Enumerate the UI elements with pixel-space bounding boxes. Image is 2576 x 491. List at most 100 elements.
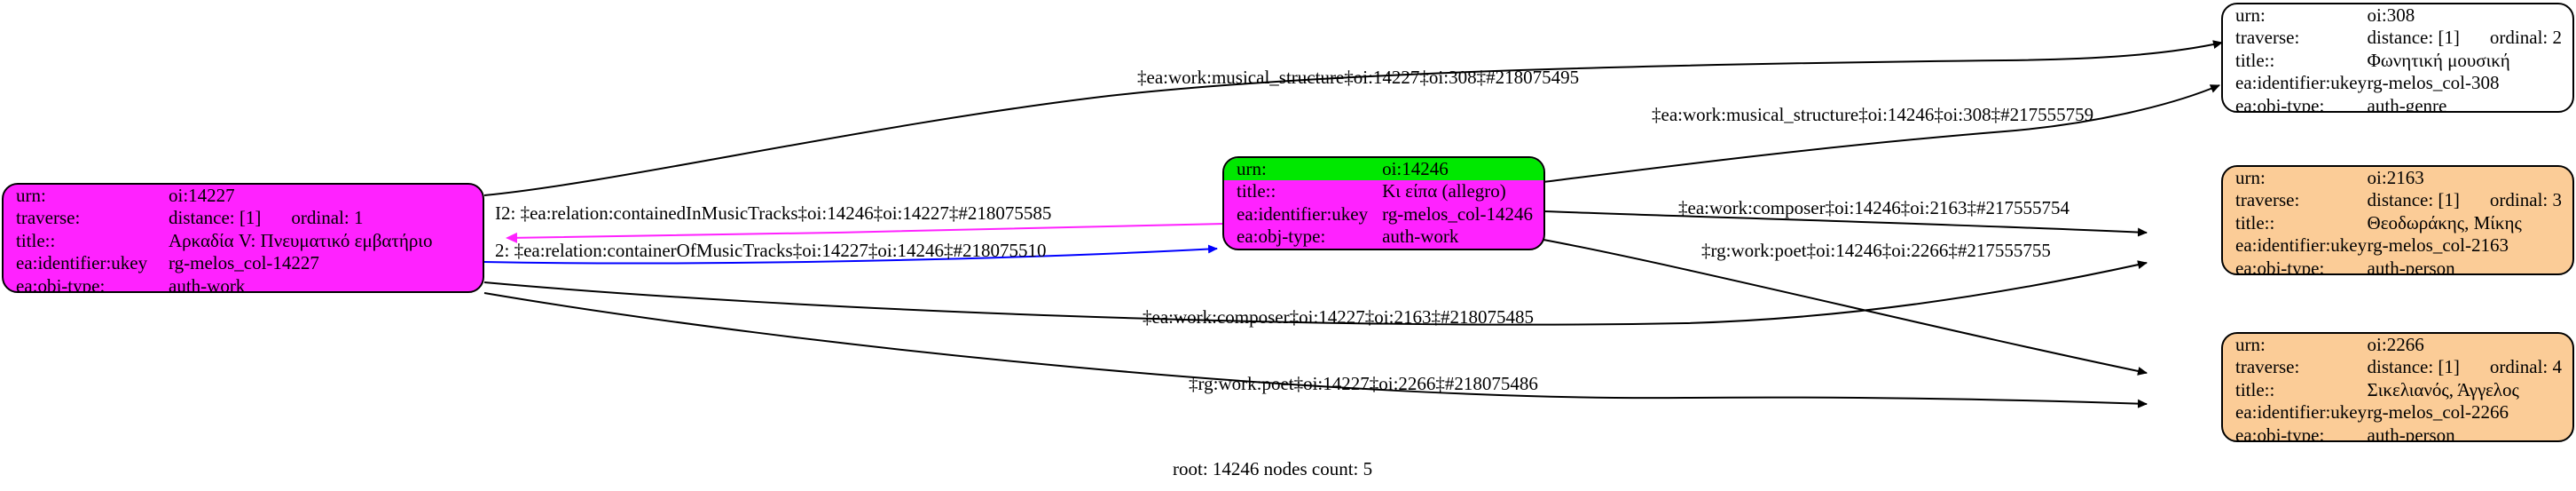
edge-path-work-musical-structure-14246-308	[1543, 84, 2220, 183]
field-value-ukey: rg-melos_col-2266	[2367, 401, 2509, 424]
edge-path-work-musical-structure-14227-308	[483, 40, 2223, 196]
traverse-ordinal: ordinal: 4	[2489, 356, 2562, 378]
node-row-ukey: ea:identifier:ukey rg-melos_col-2266	[2223, 401, 2572, 424]
field-label-urn: urn:	[2235, 334, 2266, 355]
edge-label-work-musical-structure-14246-308: ‡ea:work:musical_structure‡oi:14246‡oi:3…	[1652, 104, 2094, 125]
field-label-urn: urn:	[1224, 158, 1383, 181]
node-row-urn: urn: oi:2163	[2223, 167, 2572, 189]
node-row-title: title:: Φωνητική μουσική	[2223, 50, 2572, 72]
edge-label-relation-contained-in-music-tracks: I2: ‡ea:relation:containedInMusicTracks‡…	[495, 202, 1052, 224]
node-row-urn: urn: oi:308	[2223, 4, 2572, 27]
field-label-title: title::	[2235, 211, 2275, 234]
field-value-ukey: rg-melos_col-14246	[1382, 202, 1533, 225]
node-row-ukey: ea:identifier:ukey rg-melos_col-2163	[2223, 234, 2572, 257]
node-row-title: title:: Αρκαδία V: Πνευματικό εμβατήριο	[4, 230, 483, 252]
field-value-title: Κι είπα (allegro)	[1382, 180, 1506, 202]
node-fields-table: urn: oi:2163 traverse: distance: [1] ordi…	[2223, 167, 2572, 275]
node-row-objtype: ea:obj-type: auth-work	[1224, 226, 1543, 248]
field-label-ukey: ea:identifier:ukey	[2235, 72, 2368, 94]
node-oi-14246[interactable]: urn: oi:14246 title:: Κι είπα (allegro) …	[1222, 156, 1545, 250]
field-value-urn: oi:2163	[2367, 167, 2424, 188]
field-value-urn: oi:14227	[169, 185, 235, 206]
traverse-distance: distance: [1]	[2367, 27, 2460, 49]
field-label-objtype: ea:obj-type:	[2235, 257, 2325, 275]
field-value-title: Θεοδωράκης, Μίκης	[2367, 211, 2522, 234]
node-row-ukey: ea:identifier:ukey rg-melos_col-14227	[4, 252, 483, 274]
field-label-urn: urn:	[2235, 4, 2266, 26]
field-label-title: title::	[1237, 180, 1276, 202]
field-label-title: title::	[16, 229, 56, 251]
field-label-objtype: ea:obj-type:	[2235, 424, 2325, 442]
field-label-objtype: ea:obj-type:	[16, 274, 106, 293]
node-row-ukey: ea:identifier:ukey rg-melos_col-14246	[1224, 203, 1543, 226]
graph-caption: root: 14246 nodes count: 5	[1173, 458, 1373, 479]
field-label-ukey: ea:identifier:ukey	[2235, 401, 2368, 424]
edge-label-relation-container-of-music-tracks: 2: ‡ea:relation:containerOfMusicTracks‡o…	[495, 240, 1047, 261]
edge-path-work-composer-14246-2163	[1543, 210, 2148, 237]
edge-label-work-composer-14246-2163: ‡ea:work:composer‡oi:14246‡oi:2163‡#2175…	[1678, 197, 2069, 218]
edge-label-work-poet-14227-2266: ‡rg:work:poet‡oi:14227‡oi:2266‡#21807548…	[1189, 373, 1538, 394]
field-label-ukey: ea:identifier:ukey	[1237, 202, 1369, 225]
field-value-title: Αρκαδία V: Πνευματικό εμβατήριο	[169, 229, 433, 251]
field-value-urn: oi:14246	[1382, 158, 1543, 181]
field-value-objtype: auth-person	[2367, 257, 2455, 275]
edge-label-work-composer-14227-2163: ‡ea:work:composer‡oi:14227‡oi:2163‡#2180…	[1143, 306, 1534, 328]
field-value-ukey: rg-melos_col-308	[2367, 72, 2500, 94]
node-row-traverse: traverse: distance: [1]ordinal: 1	[4, 207, 483, 229]
field-label-ukey: ea:identifier:ukey	[2235, 234, 2368, 257]
field-value-traverse: distance: [1] ordinal: 2	[2368, 27, 2572, 49]
edge-path-work-poet-14246-2266	[1543, 239, 2148, 376]
node-fields-table: urn: oi:14246 title:: Κι είπα (allegro) …	[1224, 158, 1543, 249]
field-value-ukey: rg-melos_col-14227	[169, 252, 319, 274]
edge-label-work-poet-14246-2266: ‡rg:work:poet‡oi:14246‡oi:2266‡#21755575…	[1701, 240, 2051, 261]
node-row-title: title:: Θεοδωράκης, Μίκης	[2223, 212, 2572, 234]
traverse-ordinal: ordinal: 2	[2489, 27, 2562, 49]
node-row-urn: urn: oi:14227	[4, 185, 483, 207]
node-row-objtype: ea:obj-type: auth-genre	[2223, 94, 2572, 113]
field-label-traverse: traverse:	[2235, 356, 2300, 378]
node-row-urn: urn: oi:2266	[2223, 334, 2572, 356]
edge-path-relation-container-of-music-tracks	[483, 244, 1218, 265]
field-label-ukey: ea:identifier:ukey	[16, 252, 148, 274]
field-value-objtype: auth-work	[169, 274, 246, 293]
node-oi-14227[interactable]: urn: oi:14227 traverse: distance: [1]ord…	[2, 183, 484, 293]
field-value-urn: oi:308	[2367, 4, 2415, 26]
field-value-objtype: auth-genre	[2367, 94, 2447, 113]
field-value-objtype: auth-person	[2367, 424, 2455, 442]
field-value-traverse: distance: [1] ordinal: 3	[2368, 189, 2572, 211]
field-value-traverse: distance: [1]ordinal: 1	[169, 207, 483, 229]
node-row-ukey: ea:identifier:ukey rg-melos_col-308	[2223, 72, 2572, 94]
node-oi-308[interactable]: urn: oi:308 traverse: distance: [1] ordin…	[2221, 3, 2574, 113]
field-value-title: Σικελιανός, Άγγελος	[2367, 378, 2519, 400]
node-row-objtype: ea:obj-type: auth-person	[2223, 257, 2572, 275]
node-row-urn-highlighted: urn: oi:14246	[1224, 158, 1543, 181]
field-value-objtype: auth-work	[1382, 226, 1459, 248]
node-row-traverse: traverse: distance: [1]ordinal: 4	[2223, 356, 2572, 378]
field-label-urn: urn:	[2235, 167, 2266, 188]
field-value-ukey: rg-melos_col-2163	[2367, 234, 2509, 257]
node-row-objtype: ea:obj-type: auth-person	[2223, 424, 2572, 442]
field-label-traverse: traverse:	[2235, 189, 2300, 211]
node-row-objtype: ea:obj-type: auth-work	[4, 274, 483, 293]
field-value-traverse: distance: [1]ordinal: 4	[2368, 356, 2572, 378]
node-row-traverse: traverse: distance: [1] ordinal: 2	[2223, 27, 2572, 49]
node-fields-table: urn: oi:2266 traverse: distance: [1]ordi…	[2223, 334, 2572, 442]
node-row-title: title:: Σικελιανός, Άγγελος	[2223, 379, 2572, 401]
edge-label-work-musical-structure-14227-308: ‡ea:work:musical_structure‡oi:14227‡oi:3…	[1137, 67, 1580, 88]
traverse-distance: distance: [1]	[2367, 189, 2460, 211]
field-label-title: title::	[2235, 378, 2275, 400]
node-oi-2266[interactable]: urn: oi:2266 traverse: distance: [1]ordi…	[2221, 332, 2574, 442]
field-label-traverse: traverse:	[16, 207, 81, 229]
field-label-title: title::	[2235, 49, 2275, 71]
field-label-traverse: traverse:	[2235, 27, 2300, 49]
field-value-title: Φωνητική μουσική	[2367, 49, 2510, 71]
node-row-traverse: traverse: distance: [1] ordinal: 3	[2223, 189, 2572, 211]
edge-path-work-composer-14227-2163	[483, 260, 2148, 326]
field-label-urn: urn:	[16, 185, 46, 206]
field-value-urn: oi:2266	[2367, 334, 2424, 355]
node-oi-2163[interactable]: urn: oi:2163 traverse: distance: [1] ordi…	[2221, 165, 2574, 275]
node-row-title: title:: Κι είπα (allegro)	[1224, 180, 1543, 202]
traverse-ordinal: ordinal: 1	[291, 207, 364, 229]
traverse-ordinal: ordinal: 3	[2489, 189, 2562, 211]
